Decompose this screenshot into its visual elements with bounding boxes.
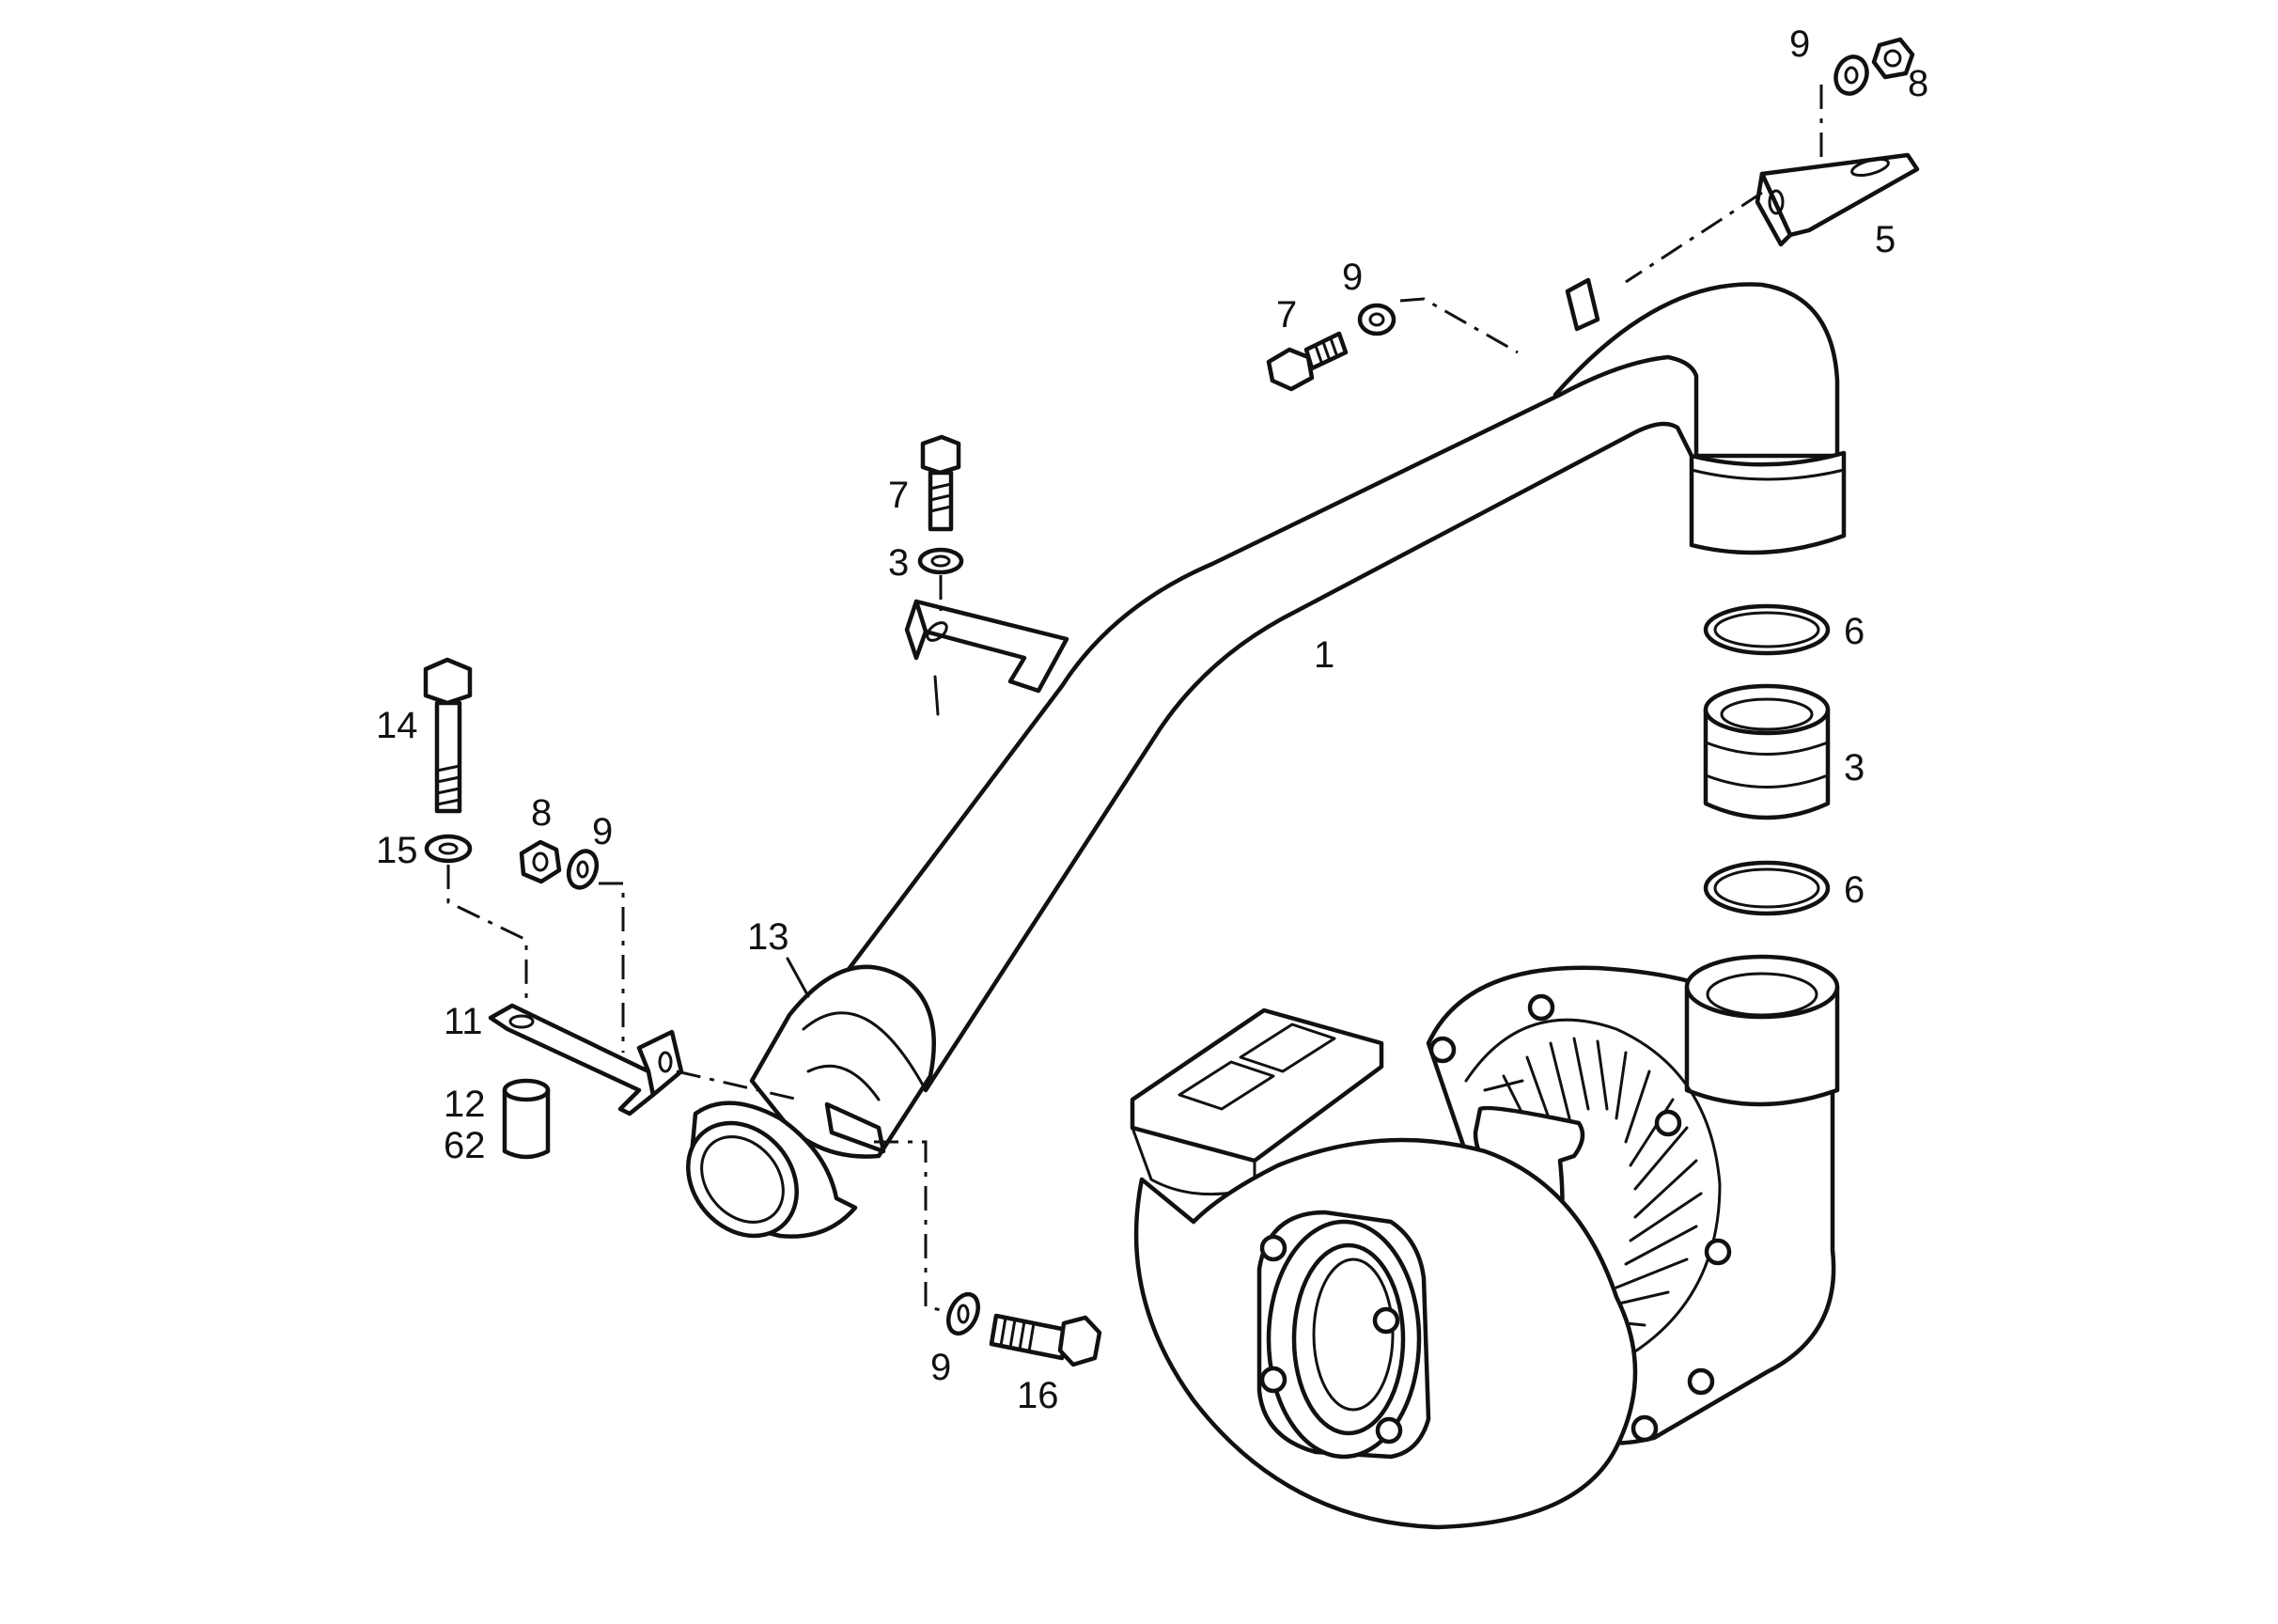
washer-15 [424,834,473,864]
callout-62: 62 [444,1125,486,1166]
bolt-16 [989,1313,1102,1367]
assembly-lines [446,85,1823,1313]
seal-ring-lower [1703,860,1831,916]
callout-8-left: 8 [531,792,552,834]
washer-9-bottom [946,1291,980,1336]
callout-7-mid: 7 [1276,294,1297,336]
washer-9-mid [1357,303,1396,336]
callout-3-left: 3 [888,542,909,584]
nut-top-right [1871,37,1915,80]
callout-12: 12 [444,1084,486,1125]
seal-ring-upper [1703,603,1831,656]
callout-leader-13 [786,957,810,998]
callout-14: 14 [376,705,418,746]
washer-9-left [566,849,600,890]
callout-6-lower: 6 [1844,869,1865,911]
bracket-5 [1565,152,1920,332]
callout-labels: 9 8 5 9 7 7 3 1 6 3 6 14 15 8 9 13 11 12… [376,23,1928,1416]
callout-9-left: 9 [592,811,613,852]
callout-3-right: 3 [1844,747,1865,789]
callout-5: 5 [1875,219,1896,260]
bolt-7-mid [1266,331,1349,392]
callout-13: 13 [747,916,789,958]
callout-9-bottom: 9 [930,1347,951,1388]
callout-6-upper: 6 [1844,611,1865,652]
callout-8-top: 8 [1908,63,1928,104]
washer-top-right [1833,55,1869,96]
callout-1: 1 [1314,634,1334,676]
turbocharger [1130,954,1840,1530]
connector-sleeve [1703,683,1831,820]
callout-7-left: 7 [888,475,909,516]
callout-9-mid: 9 [1342,257,1363,298]
callout-9-top: 9 [1789,23,1810,65]
callout-15: 15 [376,830,418,871]
bolt-14 [423,657,473,814]
pipe-mounting-bracket-middle [904,599,1069,716]
bolt-7-left [920,434,961,532]
spacer-12 [502,1078,551,1160]
callout-11: 11 [444,1001,483,1042]
exhaust-pipe [686,282,1847,1239]
callout-16: 16 [1017,1375,1059,1416]
bracket-11 [488,1003,684,1116]
washer-3-left [917,547,964,575]
nut-8-left [519,839,562,884]
